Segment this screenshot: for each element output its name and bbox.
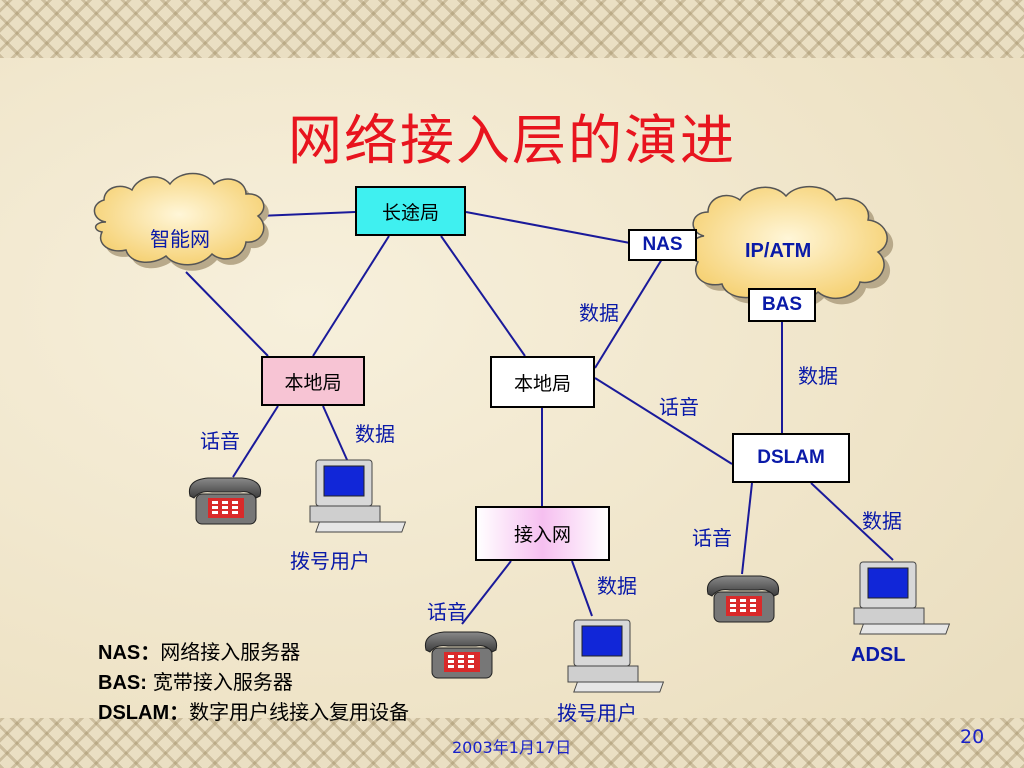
decorative-border-bottom (0, 718, 1024, 768)
edge-label-voice-dslam-link: 话音 (659, 395, 699, 419)
line-local2-dslam (594, 377, 733, 465)
edge-label-data-nas: 数据 (579, 301, 619, 325)
telephone-icon (424, 631, 498, 679)
legend-key: BAS: (98, 672, 147, 694)
line-access-computer (571, 560, 593, 617)
line-nas-local2 (594, 258, 663, 369)
node-dslam: DSLAM (732, 433, 850, 483)
cloud-shape (93, 172, 269, 271)
endpoint-label-dialup-2: 拨号用户 (557, 701, 637, 725)
computer-icon (567, 619, 665, 693)
connection-lines (185, 211, 894, 625)
line-longdistance-local1 (312, 235, 390, 357)
line-longdistance-local2 (440, 235, 526, 357)
legend: NAS：网络接入服务器 BAS:宽带接入服务器 DSLAM：数字用户线接入复用设… (98, 638, 409, 728)
cloud-label-intelligent-network: 智能网 (150, 227, 210, 251)
footer-date: 2003年1月17日 (452, 738, 572, 757)
edge-label-voice-access: 话音 (427, 600, 467, 624)
edge-label-data-bas: 数据 (798, 364, 838, 388)
edge-label-voice-local1: 话音 (200, 429, 240, 453)
edge-label-voice-dslam: 话音 (692, 526, 732, 550)
node-local-office-2: 本地局 (490, 356, 595, 408)
node-access-network: 接入网 (475, 506, 610, 561)
endpoint-label-dialup-1: 拨号用户 (290, 549, 370, 573)
legend-item: DSLAM：数字用户线接入复用设备 (98, 698, 409, 728)
node-local-office-1: 本地局 (261, 356, 365, 406)
legend-key: NAS： (98, 642, 161, 664)
cloud-shape (688, 185, 894, 309)
legend-item: BAS:宽带接入服务器 (98, 668, 409, 698)
node-bas: BAS (748, 288, 816, 322)
page-number: 20 (960, 726, 985, 748)
edge-label-data-local1: 数据 (355, 422, 395, 446)
decorative-border-top (0, 0, 1024, 58)
legend-key: DSLAM： (98, 702, 190, 724)
line-local1-computer (322, 405, 349, 463)
line-dslam-phone (741, 482, 753, 575)
legend-value: 网络接入服务器 (160, 640, 301, 664)
cloud-label-ip-atm: IP/ATM (745, 240, 812, 262)
telephone-icon (706, 575, 780, 623)
line-smartnet-longdistance (257, 211, 356, 217)
legend-item: NAS：网络接入服务器 (98, 638, 409, 668)
line-longdistance-nas (465, 211, 631, 244)
node-long-distance-office: 长途局 (355, 186, 466, 236)
computer-icon (309, 459, 407, 533)
legend-value: 宽带接入服务器 (152, 670, 293, 694)
telephone-icon (188, 477, 262, 525)
computer-icon (853, 561, 951, 635)
edge-label-data-access: 数据 (597, 574, 637, 598)
node-nas: NAS (628, 229, 697, 261)
line-dslam-computer (810, 482, 894, 561)
line-smartnet-local1 (185, 271, 269, 357)
line-local1-phone (232, 405, 279, 478)
legend-value: 数字用户线接入复用设备 (189, 700, 410, 724)
line-access-phone (461, 560, 512, 625)
endpoint-label-adsl: ADSL (851, 644, 906, 666)
edge-label-data-dslam: 数据 (862, 509, 902, 533)
slide-title: 网络接入层的演进 (288, 109, 736, 172)
